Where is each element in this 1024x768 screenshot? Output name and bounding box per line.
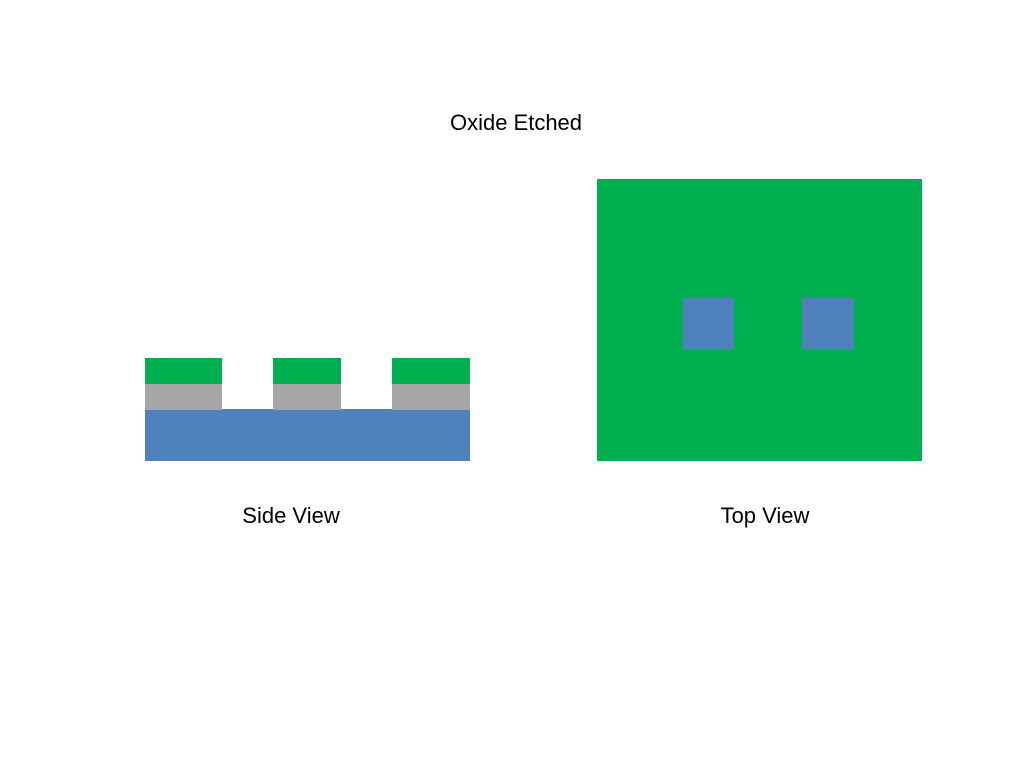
oxide-segment [392,383,470,410]
etched-window [683,298,734,350]
side-view-caption: Side View [242,503,340,528]
resist-surface [597,179,922,461]
resist-segment [145,358,222,384]
substrate-layer [145,409,470,461]
oxide-segment [273,383,341,410]
resist-segment [392,358,470,384]
etched-window [802,298,854,350]
top-view-caption: Top View [720,503,810,528]
top-view [597,179,922,461]
side-view [145,358,470,461]
resist-segment [273,358,341,384]
diagram-title: Oxide Etched [449,110,583,135]
oxide-segment [145,383,222,410]
